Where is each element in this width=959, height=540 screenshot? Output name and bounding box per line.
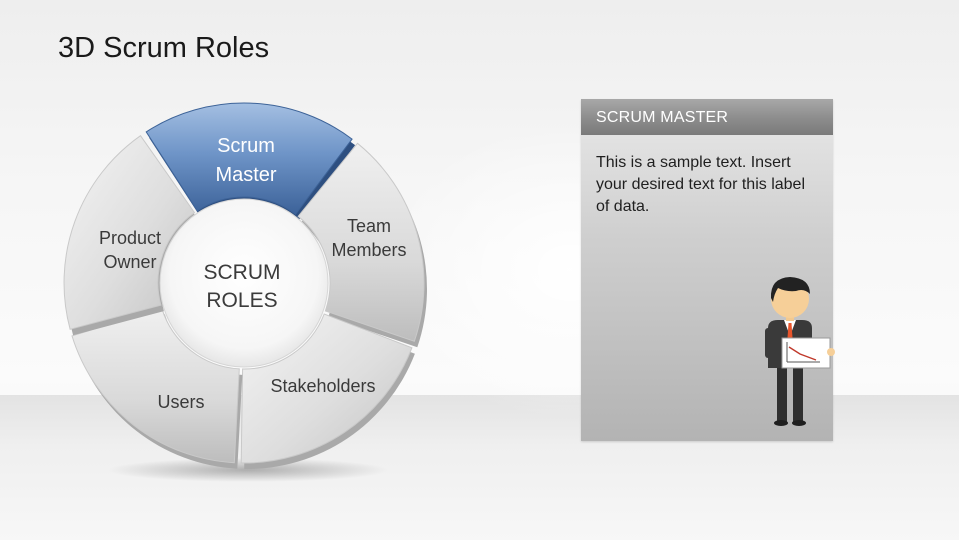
businessman-presenting-icon [760, 272, 840, 432]
segment-label-product-owner-line2: Owner [103, 252, 156, 272]
segment-label-team-members-line2: Members [331, 240, 406, 260]
segment-label-product-owner-line1: Product [99, 228, 161, 248]
segment-label-scrum-master-line1: Scrum [217, 135, 275, 157]
center-label-line1: SCRUM [204, 261, 281, 284]
segment-label-stakeholders: Stakeholders [270, 376, 375, 396]
center-label-line2: ROLES [206, 289, 277, 312]
segment-label-users: Users [157, 392, 204, 412]
segment-label-team-members-line1: Team [347, 216, 391, 236]
segment-label-scrum-master-line2: Master [215, 164, 276, 186]
info-panel-header: SCRUM MASTER [581, 99, 833, 135]
info-panel-body: This is a sample text. Insert your desir… [581, 135, 833, 218]
